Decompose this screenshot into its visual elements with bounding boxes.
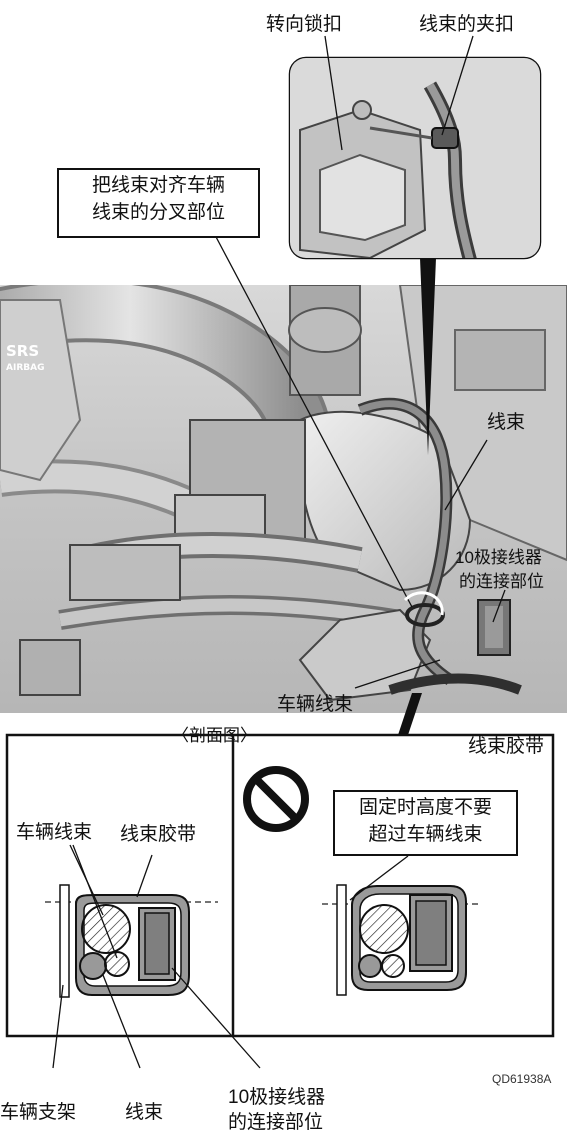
leader-lines — [214, 35, 506, 689]
airbag-text-2: AIRBAG — [6, 363, 44, 373]
label-bottom-connector-line-1: 10极接线器 — [228, 1087, 326, 1108]
section-pointer — [398, 693, 422, 735]
label-bottom-connector-line-2: 的连接部位 — [228, 1111, 324, 1133]
dashboard-photo — [0, 285, 567, 713]
label-section-view: 〈剖面图〉 — [172, 726, 257, 746]
label-section-harness-tape: 线束胶带 — [120, 823, 197, 845]
callout-align-line-1: 把线束对齐车辆 — [91, 174, 225, 196]
label-vehicle-harness: 车辆线束 — [277, 693, 354, 715]
section-frame — [5, 733, 555, 1038]
warning-line-1: 固定时高度不要 — [358, 796, 492, 818]
inset-detail — [288, 56, 542, 260]
label-harness-tape: 线束胶带 — [468, 735, 545, 757]
inset-pointer — [420, 258, 436, 455]
label-harness: 线束 — [487, 411, 526, 433]
airbag-text-1: SRS — [6, 342, 39, 360]
label-section-vehicle-harness: 车辆线束 — [16, 821, 93, 843]
section-correct — [45, 884, 218, 998]
figure-code: QD61938A — [492, 1072, 552, 1086]
label-connector-line-2: 的连接部位 — [459, 572, 544, 592]
warning-line-2: 超过车辆线束 — [368, 823, 483, 845]
warning-box: 固定时高度不要 超过车辆线束 — [333, 790, 518, 856]
section-wrong — [322, 884, 482, 996]
callout-align-branch: 把线束对齐车辆 线束的分叉部位 — [57, 168, 260, 238]
label-vehicle-bracket: 车辆支架 — [0, 1101, 77, 1123]
label-steering-lock: 转向锁扣 — [266, 13, 343, 35]
label-bottom-harness: 线束 — [125, 1101, 164, 1123]
prohibition-icon — [243, 766, 309, 832]
label-harness-clip: 线束的夹扣 — [419, 13, 515, 35]
section-leader-lines — [52, 844, 409, 1069]
callout-align-line-2: 线束的分叉部位 — [91, 201, 225, 223]
label-connector-line-1: 10极接线器 — [455, 548, 542, 567]
